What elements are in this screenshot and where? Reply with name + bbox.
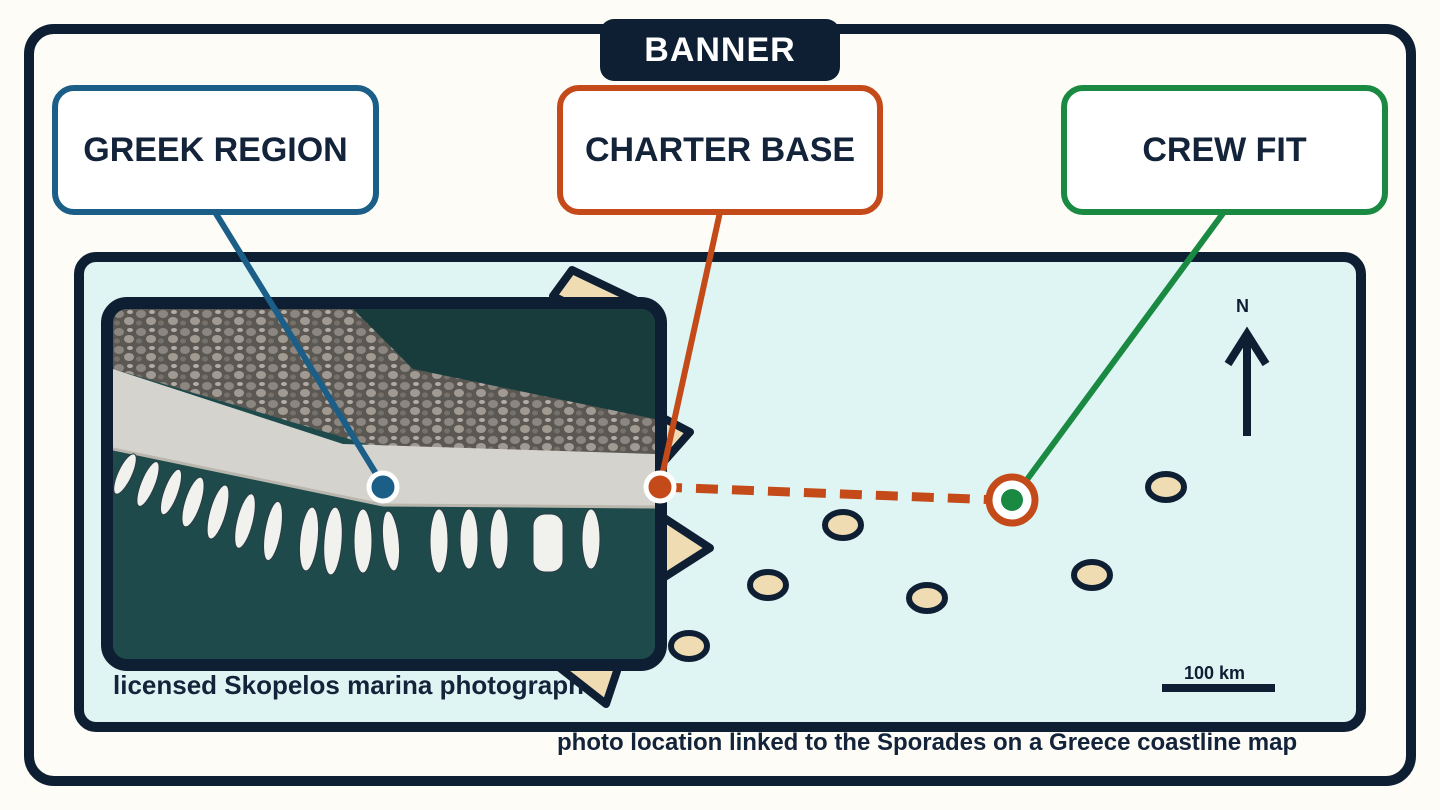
crew-connector: [1009, 210, 1227, 502]
island: [668, 630, 710, 662]
map-caption: photo location linked to the Sporades on…: [557, 729, 1298, 756]
crew-marker: [1001, 489, 1023, 511]
charter-base-label: CHARTER BASE: [557, 85, 883, 215]
island: [1145, 471, 1187, 503]
scale-bar: [1162, 684, 1275, 692]
crew-fit-label: CREW FIT: [1061, 85, 1388, 215]
island: [822, 509, 864, 541]
compass-north-label: N: [1236, 296, 1249, 316]
island: [1071, 559, 1113, 591]
north-arrow-icon: [1224, 326, 1270, 436]
greek-region-label: GREEK REGION: [52, 85, 379, 215]
island: [906, 582, 948, 614]
region-connector: [212, 210, 386, 487]
route-dashed-line: [659, 482, 1001, 505]
base-connector: [657, 211, 723, 486]
banner-title: BANNER: [600, 19, 840, 81]
photo-caption: licensed Skopelos marina photograph: [113, 670, 584, 700]
island: [747, 569, 789, 601]
marina-photo-art: [113, 309, 655, 659]
region-marker: [366, 470, 400, 504]
scale-label: 100 km: [1184, 663, 1246, 683]
base-marker: [643, 470, 677, 504]
